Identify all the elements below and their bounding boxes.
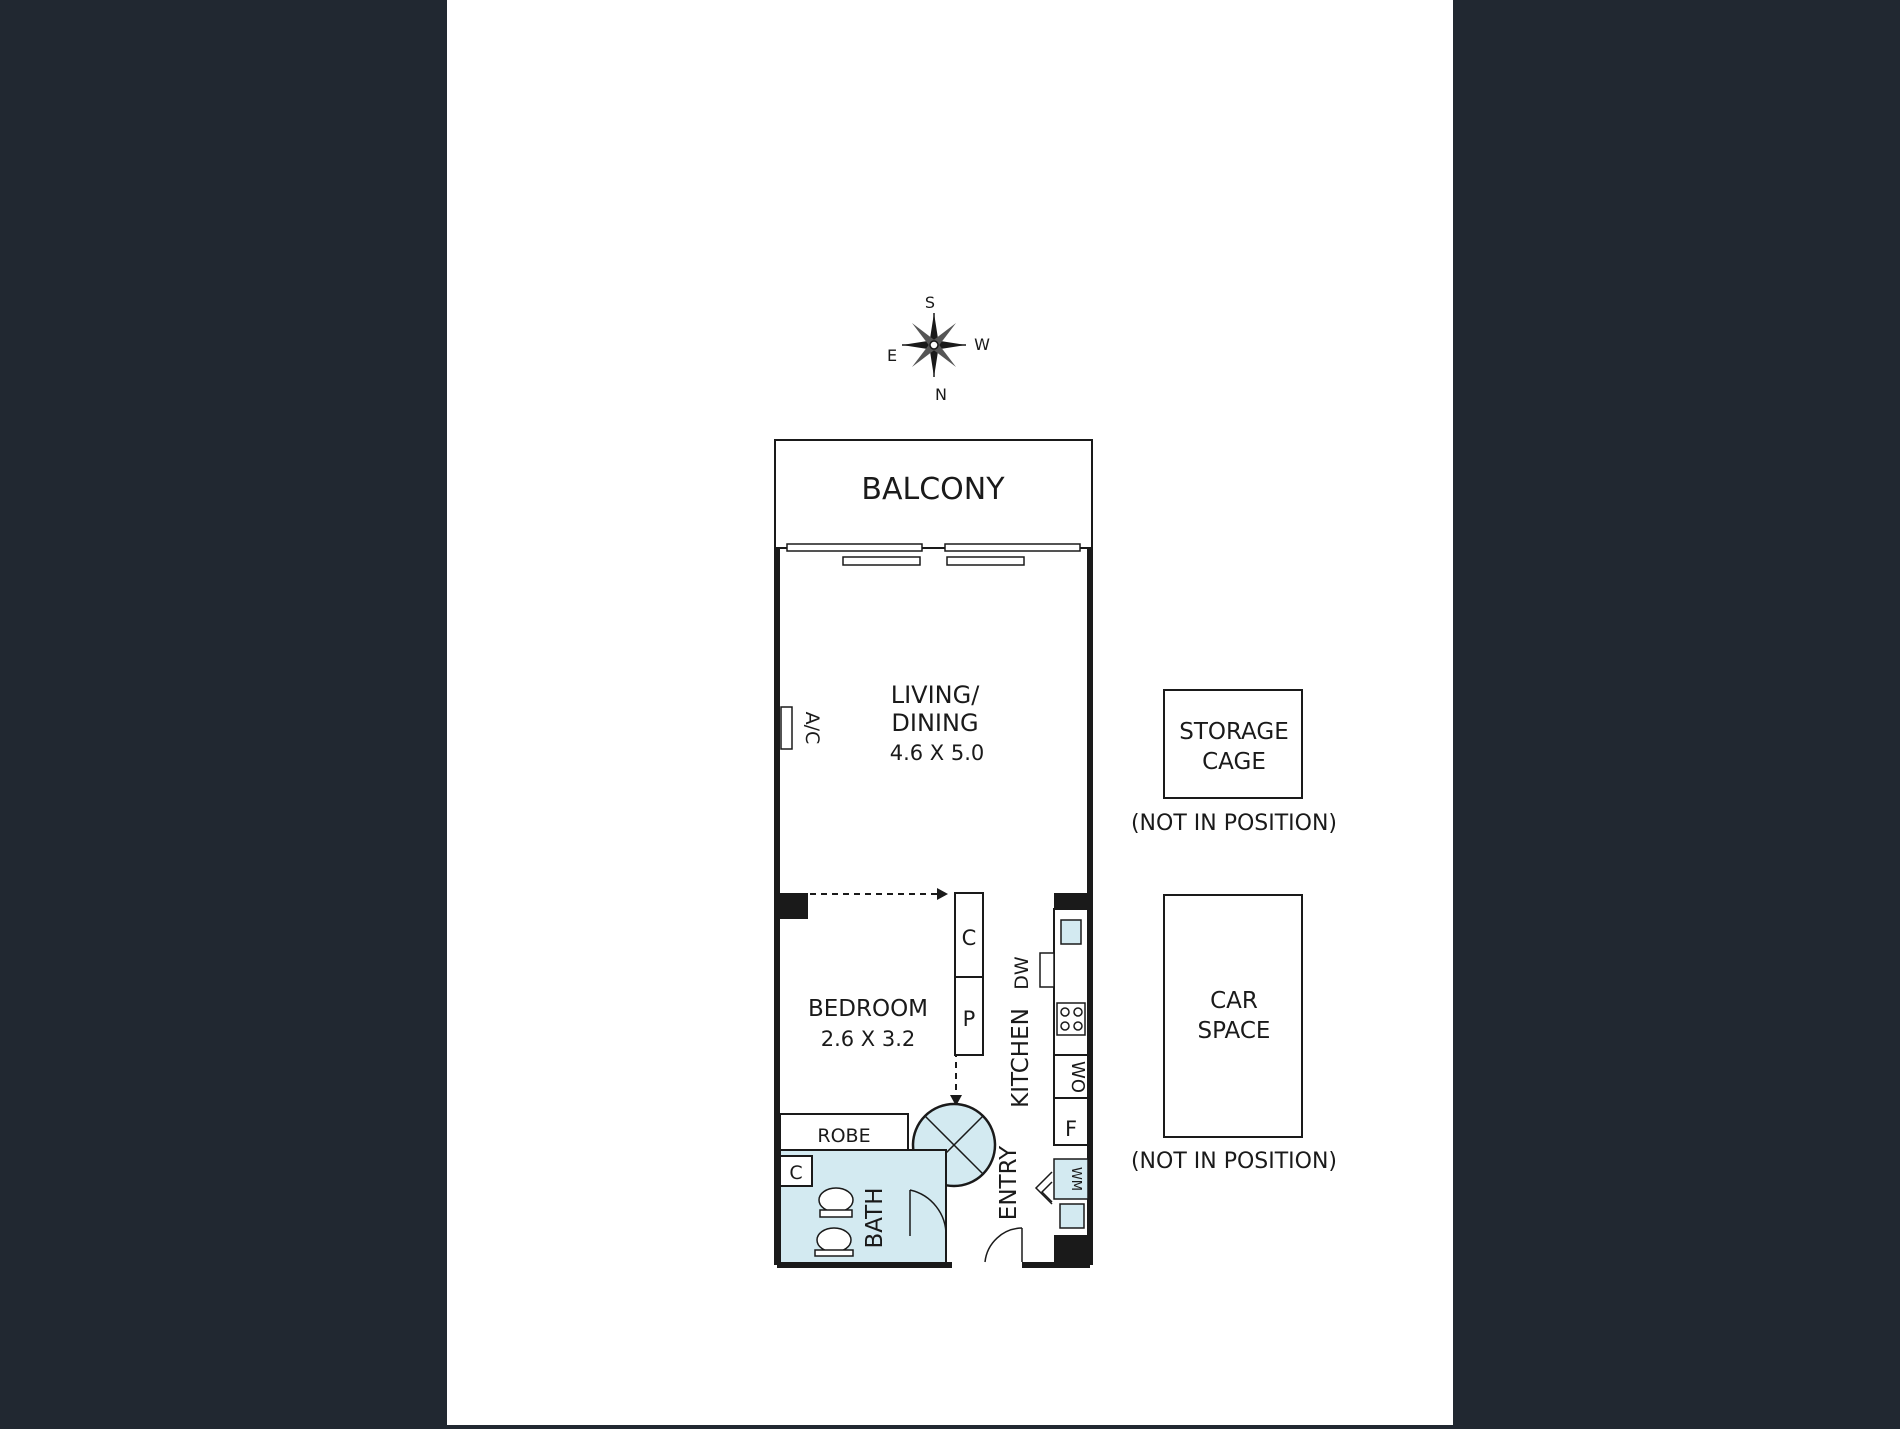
ac-unit: A/C xyxy=(780,706,823,750)
kitchen: DW KITCHEN WO F WM xyxy=(1008,908,1089,1229)
space-label: SPACE xyxy=(1198,1018,1271,1044)
car-label: CAR xyxy=(1210,988,1258,1014)
living-dimensions: 4.6 X 5.0 xyxy=(890,741,985,765)
robe: ROBE xyxy=(779,1113,909,1151)
bedroom: BEDROOM 2.6 X 3.2 xyxy=(808,996,928,1051)
storage-label: STORAGE xyxy=(1179,719,1289,745)
dishwasher xyxy=(1039,952,1055,988)
sliding-door-path xyxy=(810,888,962,1106)
entry: ENTRY xyxy=(948,1145,1023,1268)
compass-rose-icon: S E W N xyxy=(887,293,990,404)
car-position-note: (NOT IN POSITION) xyxy=(1131,1149,1337,1174)
robe-label: ROBE xyxy=(817,1125,870,1147)
balcony-label: BALCONY xyxy=(861,472,1005,507)
balcony: BALCONY xyxy=(774,439,1093,549)
bedroom-label: BEDROOM xyxy=(808,996,928,1022)
living-dining-room: LIVING/ DINING 4.6 X 5.0 xyxy=(890,681,985,765)
compass-north-label: N xyxy=(935,385,947,404)
laundry-trough-icon xyxy=(1059,1203,1085,1229)
laundry xyxy=(1053,1158,1089,1200)
pantry-label: P xyxy=(963,1007,976,1031)
toilet-icon xyxy=(818,1187,854,1218)
wall-column xyxy=(1054,893,1090,909)
living-label: LIVING/ xyxy=(891,681,980,709)
cage-label: CAGE xyxy=(1202,749,1266,775)
bath-label: BATH xyxy=(862,1187,888,1248)
sink-icon xyxy=(1060,919,1082,945)
compass-east-label: E xyxy=(887,346,897,365)
basin-icon xyxy=(814,1227,854,1257)
fridge-label: F xyxy=(1065,1117,1077,1141)
wall-column xyxy=(1054,1235,1090,1265)
bath-cupboard-label: C xyxy=(789,1162,802,1184)
sliding-door xyxy=(786,543,1081,566)
storage-position-note: (NOT IN POSITION) xyxy=(1131,811,1337,836)
wall-oven-label: WO xyxy=(1067,1061,1088,1093)
compass-west-label: W xyxy=(974,335,990,354)
storage-cage: STORAGE CAGE (NOT IN POSITION) xyxy=(1131,689,1337,836)
ac-label: A/C xyxy=(801,712,823,745)
kitchen-label: KITCHEN xyxy=(1008,1008,1034,1108)
bedroom-joinery: C P xyxy=(954,892,984,1056)
dishwasher-label: DW xyxy=(1011,956,1033,990)
bedroom-dimensions: 2.6 X 3.2 xyxy=(821,1027,916,1051)
compass-south-label: S xyxy=(925,293,935,312)
bathroom: C BATH xyxy=(779,1149,947,1264)
cupboard-label: C xyxy=(962,926,977,950)
car-space: CAR SPACE (NOT IN POSITION) xyxy=(1131,894,1337,1174)
dining-label: DINING xyxy=(891,709,978,737)
entry-label: ENTRY xyxy=(996,1145,1022,1220)
wall-column xyxy=(780,893,808,919)
cooktop-icon xyxy=(1056,1002,1086,1036)
washing-machine-label: WM xyxy=(1068,1167,1083,1191)
